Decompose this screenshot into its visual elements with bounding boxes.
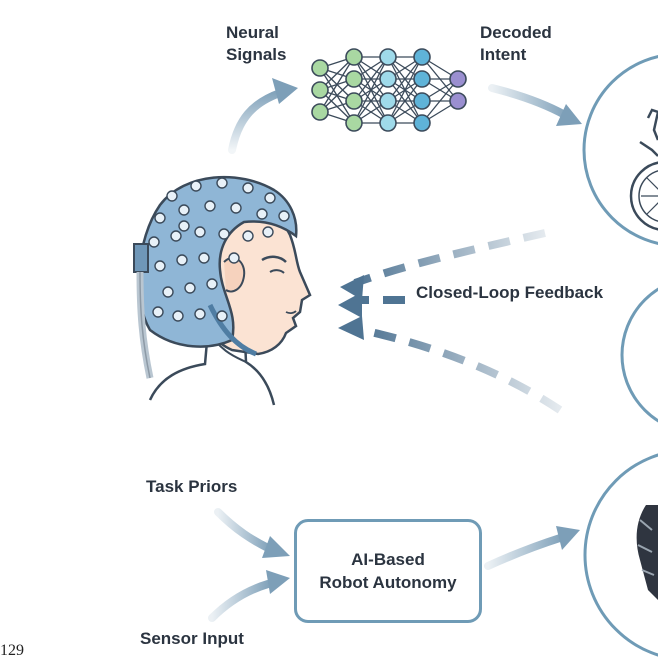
network-node [413,48,431,66]
electrode [166,190,178,202]
electrode [218,228,230,240]
electrode [190,180,202,192]
network-edge [353,78,389,124]
network-node [311,59,329,77]
wheelchair-icon [629,108,658,231]
neural-signals-line-1: Neural [226,23,279,42]
arrow-intent-to-wheelchair [488,84,582,126]
electrode [216,177,228,189]
network-edge [387,56,423,124]
network-edge [387,78,423,124]
decoded-intent-line-2: Intent [480,45,527,64]
network-edge [353,56,389,102]
electrode [154,212,166,224]
neural-signals-label: Neural Signals [226,22,286,66]
network-node [449,70,467,88]
robot-circles [582,55,658,657]
network-node [311,103,329,121]
network-node [345,48,363,66]
electrode [278,210,290,222]
arrow-autonomy-to-robot [484,526,580,570]
electrode [172,310,184,322]
electrode [194,226,206,238]
electrode [216,310,228,322]
network-node [413,70,431,88]
autonomy-line-1: AI-Based [351,550,425,569]
network-edge [421,78,459,124]
network-node [379,114,397,132]
network-node [379,48,397,66]
eeg-head [133,175,312,406]
electrode [148,236,160,248]
network-node [449,92,467,110]
robot-autonomy-box: AI-Based Robot Autonomy [294,519,482,623]
electrode [228,252,240,264]
electrode [152,306,164,318]
electrode [154,260,166,272]
network-node [379,70,397,88]
arrow-head-to-signals [228,78,298,154]
wheelchair-circle [582,55,658,245]
electrode [198,252,210,264]
robot-arm-icon [636,505,658,600]
electrode [256,208,268,220]
feedback-arrows [338,229,632,414]
electrode [178,220,190,232]
network-node [311,81,329,99]
network-node [413,114,431,132]
electrode [242,230,254,242]
robot-arm-circle [583,453,658,657]
neural-network [311,48,467,132]
network-connections [319,56,459,124]
arrow-sensor-input [208,570,290,622]
closed-loop-feedback-label: Closed-Loop Feedback [416,283,604,302]
network-node [413,92,431,110]
middle-circle [620,287,658,423]
electrode [206,278,218,290]
electrode [204,200,216,212]
electrode [230,202,242,214]
network-node [345,92,363,110]
arrow-task-priors [214,508,290,558]
network-edge [319,56,355,113]
decoded-intent-line-1: Decoded [480,23,552,42]
electrode [162,286,174,298]
network-nodes [311,48,467,132]
task-priors-label: Task Priors [146,477,238,496]
electrode [264,192,276,204]
electrode [184,282,196,294]
electrode [262,226,274,238]
network-edge [387,56,423,102]
neural-signals-line-2: Signals [226,45,287,64]
decoded-intent-label: Decoded Intent [480,22,552,66]
network-node [345,114,363,132]
electrode [170,230,182,242]
network-node [379,92,397,110]
electrode-nodes [148,177,290,322]
network-edge [353,56,389,124]
sensor-input-label: Sensor Input [140,629,244,648]
electrode [176,254,188,266]
network-node [345,70,363,88]
electrode [194,308,206,320]
autonomy-line-2: Robot Autonomy [319,573,457,592]
electrode [242,182,254,194]
page-number: 129 [0,642,24,659]
electrode [178,204,190,216]
